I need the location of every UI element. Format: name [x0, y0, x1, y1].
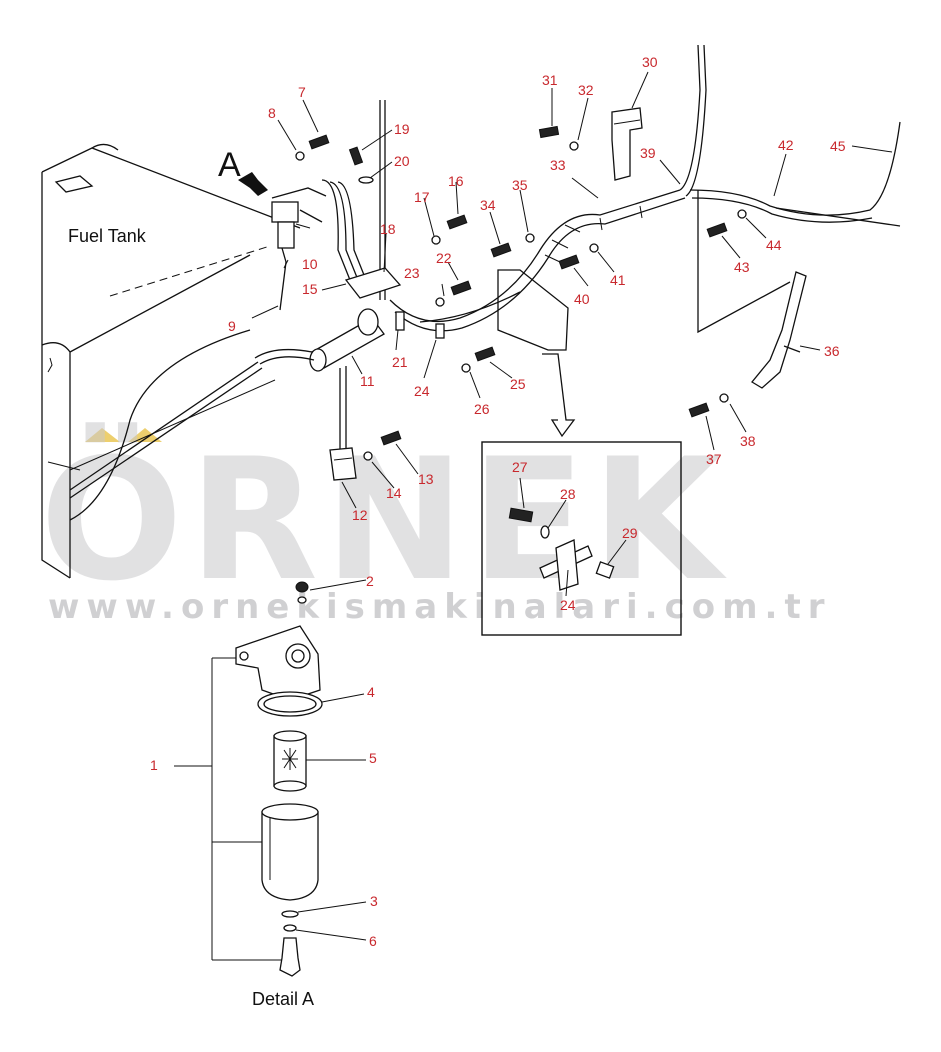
callout-4: 4	[367, 684, 375, 700]
callout-19: 19	[394, 121, 410, 137]
callout-16: 16	[448, 173, 464, 189]
detail-inset	[481, 441, 682, 636]
callout-44: 44	[766, 237, 782, 253]
fuel-line-assembly	[69, 44, 901, 509]
callout-37: 37	[706, 451, 722, 467]
fuel-tank-label: Fuel Tank	[68, 226, 147, 246]
callout-11: 11	[360, 373, 375, 389]
callout-25: 25	[510, 376, 526, 392]
detail-inset-frame	[481, 441, 682, 636]
callout-12: 12	[352, 507, 368, 523]
callout-3: 3	[370, 893, 378, 909]
callout-43: 43	[734, 259, 750, 275]
callout-9: 9	[228, 318, 236, 334]
callout-33: 33	[550, 157, 566, 173]
callout-22: 22	[436, 250, 452, 266]
fasteners	[295, 125, 747, 461]
callout-40: 40	[574, 291, 590, 307]
callout-27: 27	[512, 459, 528, 475]
callout-2: 2	[366, 573, 374, 589]
callout-17: 17	[414, 189, 430, 205]
watermark-url: www.ornekismakinalari.com.tr	[48, 587, 831, 627]
callout-14: 14	[386, 485, 402, 501]
callout-8: 8	[268, 105, 276, 121]
callout-32: 32	[578, 82, 594, 98]
detail-a-label: Detail A	[252, 989, 314, 1009]
callout-13: 13	[418, 471, 434, 487]
detail-a-filter: Detail A	[174, 579, 367, 1009]
callout-24-b: 24	[560, 597, 576, 613]
callout-6: 6	[369, 933, 377, 949]
callout-38: 38	[740, 433, 756, 449]
callout-15: 15	[302, 281, 318, 297]
view-a-arrow	[238, 172, 268, 196]
callout-34: 34	[480, 197, 496, 213]
callout-5: 5	[369, 750, 377, 766]
callout-30: 30	[642, 54, 658, 70]
callout-24-a: 24	[414, 383, 430, 399]
view-a-letter: A	[218, 146, 241, 184]
leader-lines	[251, 71, 893, 509]
callout-7: 7	[298, 84, 306, 100]
callout-1: 1	[150, 757, 158, 773]
callout-18: 18	[380, 221, 396, 237]
watermark-accent-mark	[85, 428, 120, 442]
callout-35: 35	[512, 177, 528, 193]
view-a-indicator: A	[218, 146, 268, 196]
callout-26: 26	[474, 401, 490, 417]
callout-29: 29	[622, 525, 638, 541]
fuel-tank-drawing: Fuel Tank	[41, 143, 301, 579]
watermark: ÖRNEK www.ornekismakinalari.com.tr	[40, 422, 831, 627]
callout-21: 21	[392, 354, 408, 370]
callout-10: 10	[302, 256, 318, 272]
callout-numbers: 1 2 3 4 5 6 7 8 9 10 11 12 13 14 15 16 1…	[150, 54, 846, 949]
callout-20: 20	[394, 153, 410, 169]
callout-31: 31	[542, 72, 558, 88]
callout-23: 23	[404, 265, 420, 281]
callout-28: 28	[560, 486, 576, 502]
callout-41: 41	[610, 272, 626, 288]
watermark-accent-mark-2	[128, 428, 162, 442]
callout-39: 39	[640, 145, 656, 161]
callout-36: 36	[824, 343, 840, 359]
callout-45: 45	[830, 138, 846, 154]
callout-42: 42	[778, 137, 794, 153]
watermark-brand: ÖRNEK	[40, 422, 728, 618]
